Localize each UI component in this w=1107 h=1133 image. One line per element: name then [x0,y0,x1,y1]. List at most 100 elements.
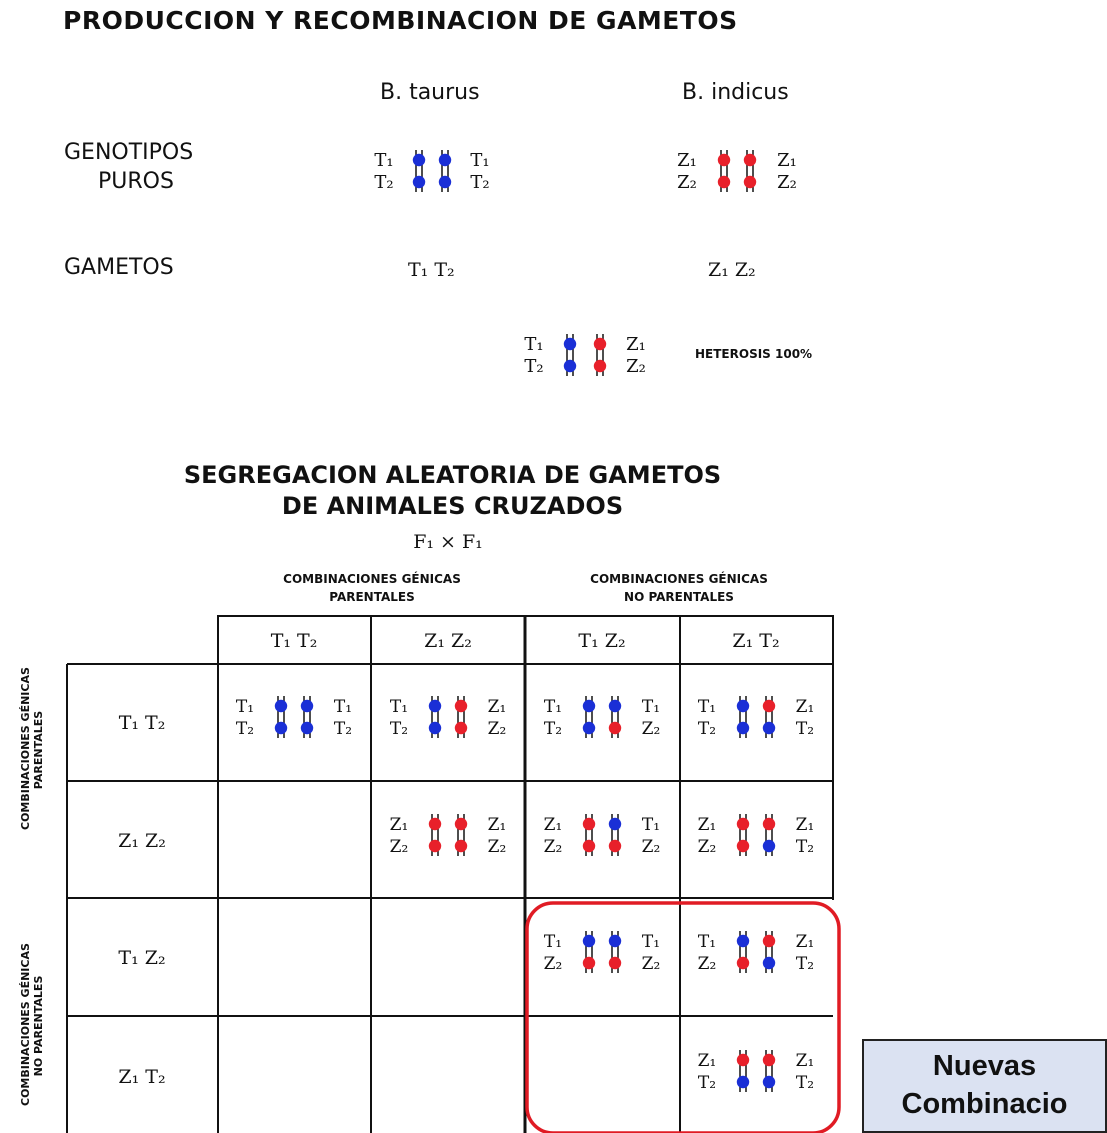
label-top-right: Z₁ [626,334,646,355]
label-top-right: T₁ [334,697,352,717]
label-bottom-left: Z₂ [390,837,409,857]
note-line1: Nuevas [932,1050,1037,1082]
label-bottom-left: T₂ [524,356,543,377]
allele-left-bottom [736,956,750,970]
label-bottom-right: Z₂ [642,954,661,974]
gamete-taurus: T₁ T₂ [408,259,455,281]
col-group-nonparental: COMBINACIONES GÉNICAS NO PARENTALES [528,570,830,606]
label-bottom-right: T₂ [796,1073,814,1093]
genotipos-label: GENOTIPOS [64,140,194,165]
gamete-indicus: Z₁ Z₂ [708,259,756,281]
label-bottom-left: T₂ [698,719,716,739]
label-bottom-right: T₂ [796,719,814,739]
label-bottom-left: T₂ [390,719,408,739]
label-top-right: Z₁ [796,1051,815,1071]
label-bottom-left: T₂ [698,1073,716,1093]
allele-right-bottom [300,721,314,735]
label-bottom-left: Z₂ [698,837,717,857]
allele-left-top [736,817,750,831]
label-top-right: Z₁ [488,697,507,717]
col-group-parental-line2: PARENTALES [329,590,415,604]
label-top-left: Z₁ [698,815,717,835]
label-top-left: Z₁ [698,1051,717,1071]
label-top-right: T₁ [642,697,660,717]
label-top-left: T₁ [236,697,254,717]
allele-left-top [582,699,596,713]
row-header-1: Z₁ Z₂ [118,830,166,852]
col-header-0: T₁ T₂ [271,630,318,652]
cross-label: F₁ × F₁ [413,531,483,553]
col-group-parental-line1: COMBINACIONES GÉNICAS [283,572,461,586]
allele-left-top [736,699,750,713]
label-top-right: Z₁ [777,150,797,171]
label-top-left: T₁ [544,697,562,717]
label-top-left: Z₁ [677,150,697,171]
allele-right-bottom [762,1075,776,1089]
allele-right-top [762,1053,776,1067]
species-taurus-label: B. taurus [380,80,480,105]
label-top-left: T₁ [698,932,716,952]
allele-right-top [743,153,757,167]
label-top-left: T₁ [524,334,543,355]
allele-right-bottom [608,721,622,735]
allele-right-top [593,337,607,351]
allele-left-top [428,699,442,713]
label-top-right: Z₁ [488,815,507,835]
label-bottom-left: Z₂ [544,954,563,974]
label-top-right: T₁ [642,815,660,835]
label-bottom-right: T₂ [796,954,814,974]
allele-left-bottom [717,175,731,189]
label-top-left: Z₁ [544,815,563,835]
label-top-right: Z₁ [796,932,815,952]
gametos-label: GAMETOS [64,255,174,280]
allele-left-bottom [582,839,596,853]
allele-right-bottom [762,956,776,970]
label-top-left: T₁ [390,697,408,717]
allele-left-bottom [428,721,442,735]
allele-left-top [717,153,731,167]
label-bottom-right: T₂ [470,172,489,193]
label-bottom-right: Z₂ [642,837,661,857]
label-top-right: Z₁ [796,697,815,717]
col-group-parental: COMBINACIONES GÉNICAS PARENTALES [222,570,522,606]
label-top-left: T₁ [544,932,562,952]
allele-right-bottom [743,175,757,189]
allele-right-bottom [454,721,468,735]
allele-right-bottom [762,839,776,853]
new-combinations-note: Nuevas Combinacio [862,1039,1107,1133]
allele-right-bottom [593,359,607,373]
allele-right-top [438,153,452,167]
allele-right-top [762,934,776,948]
allele-left-top [563,337,577,351]
allele-left-top [736,934,750,948]
allele-right-top [454,817,468,831]
label-bottom-left: T₂ [544,719,562,739]
allele-right-bottom [438,175,452,189]
allele-right-top [608,934,622,948]
allele-left-bottom [274,721,288,735]
label-bottom-left: Z₂ [677,172,697,193]
note-line2: Combinacio [901,1088,1068,1120]
label-top-left: Z₁ [390,815,409,835]
allele-left-top [582,934,596,948]
allele-right-top [300,699,314,713]
label-bottom-left: T₂ [374,172,393,193]
allele-left-top [274,699,288,713]
row-header-0: T₁ T₂ [119,712,166,734]
allele-right-top [608,817,622,831]
label-bottom-right: Z₂ [642,719,661,739]
label-top-right: T₁ [470,150,489,171]
allele-right-bottom [454,839,468,853]
